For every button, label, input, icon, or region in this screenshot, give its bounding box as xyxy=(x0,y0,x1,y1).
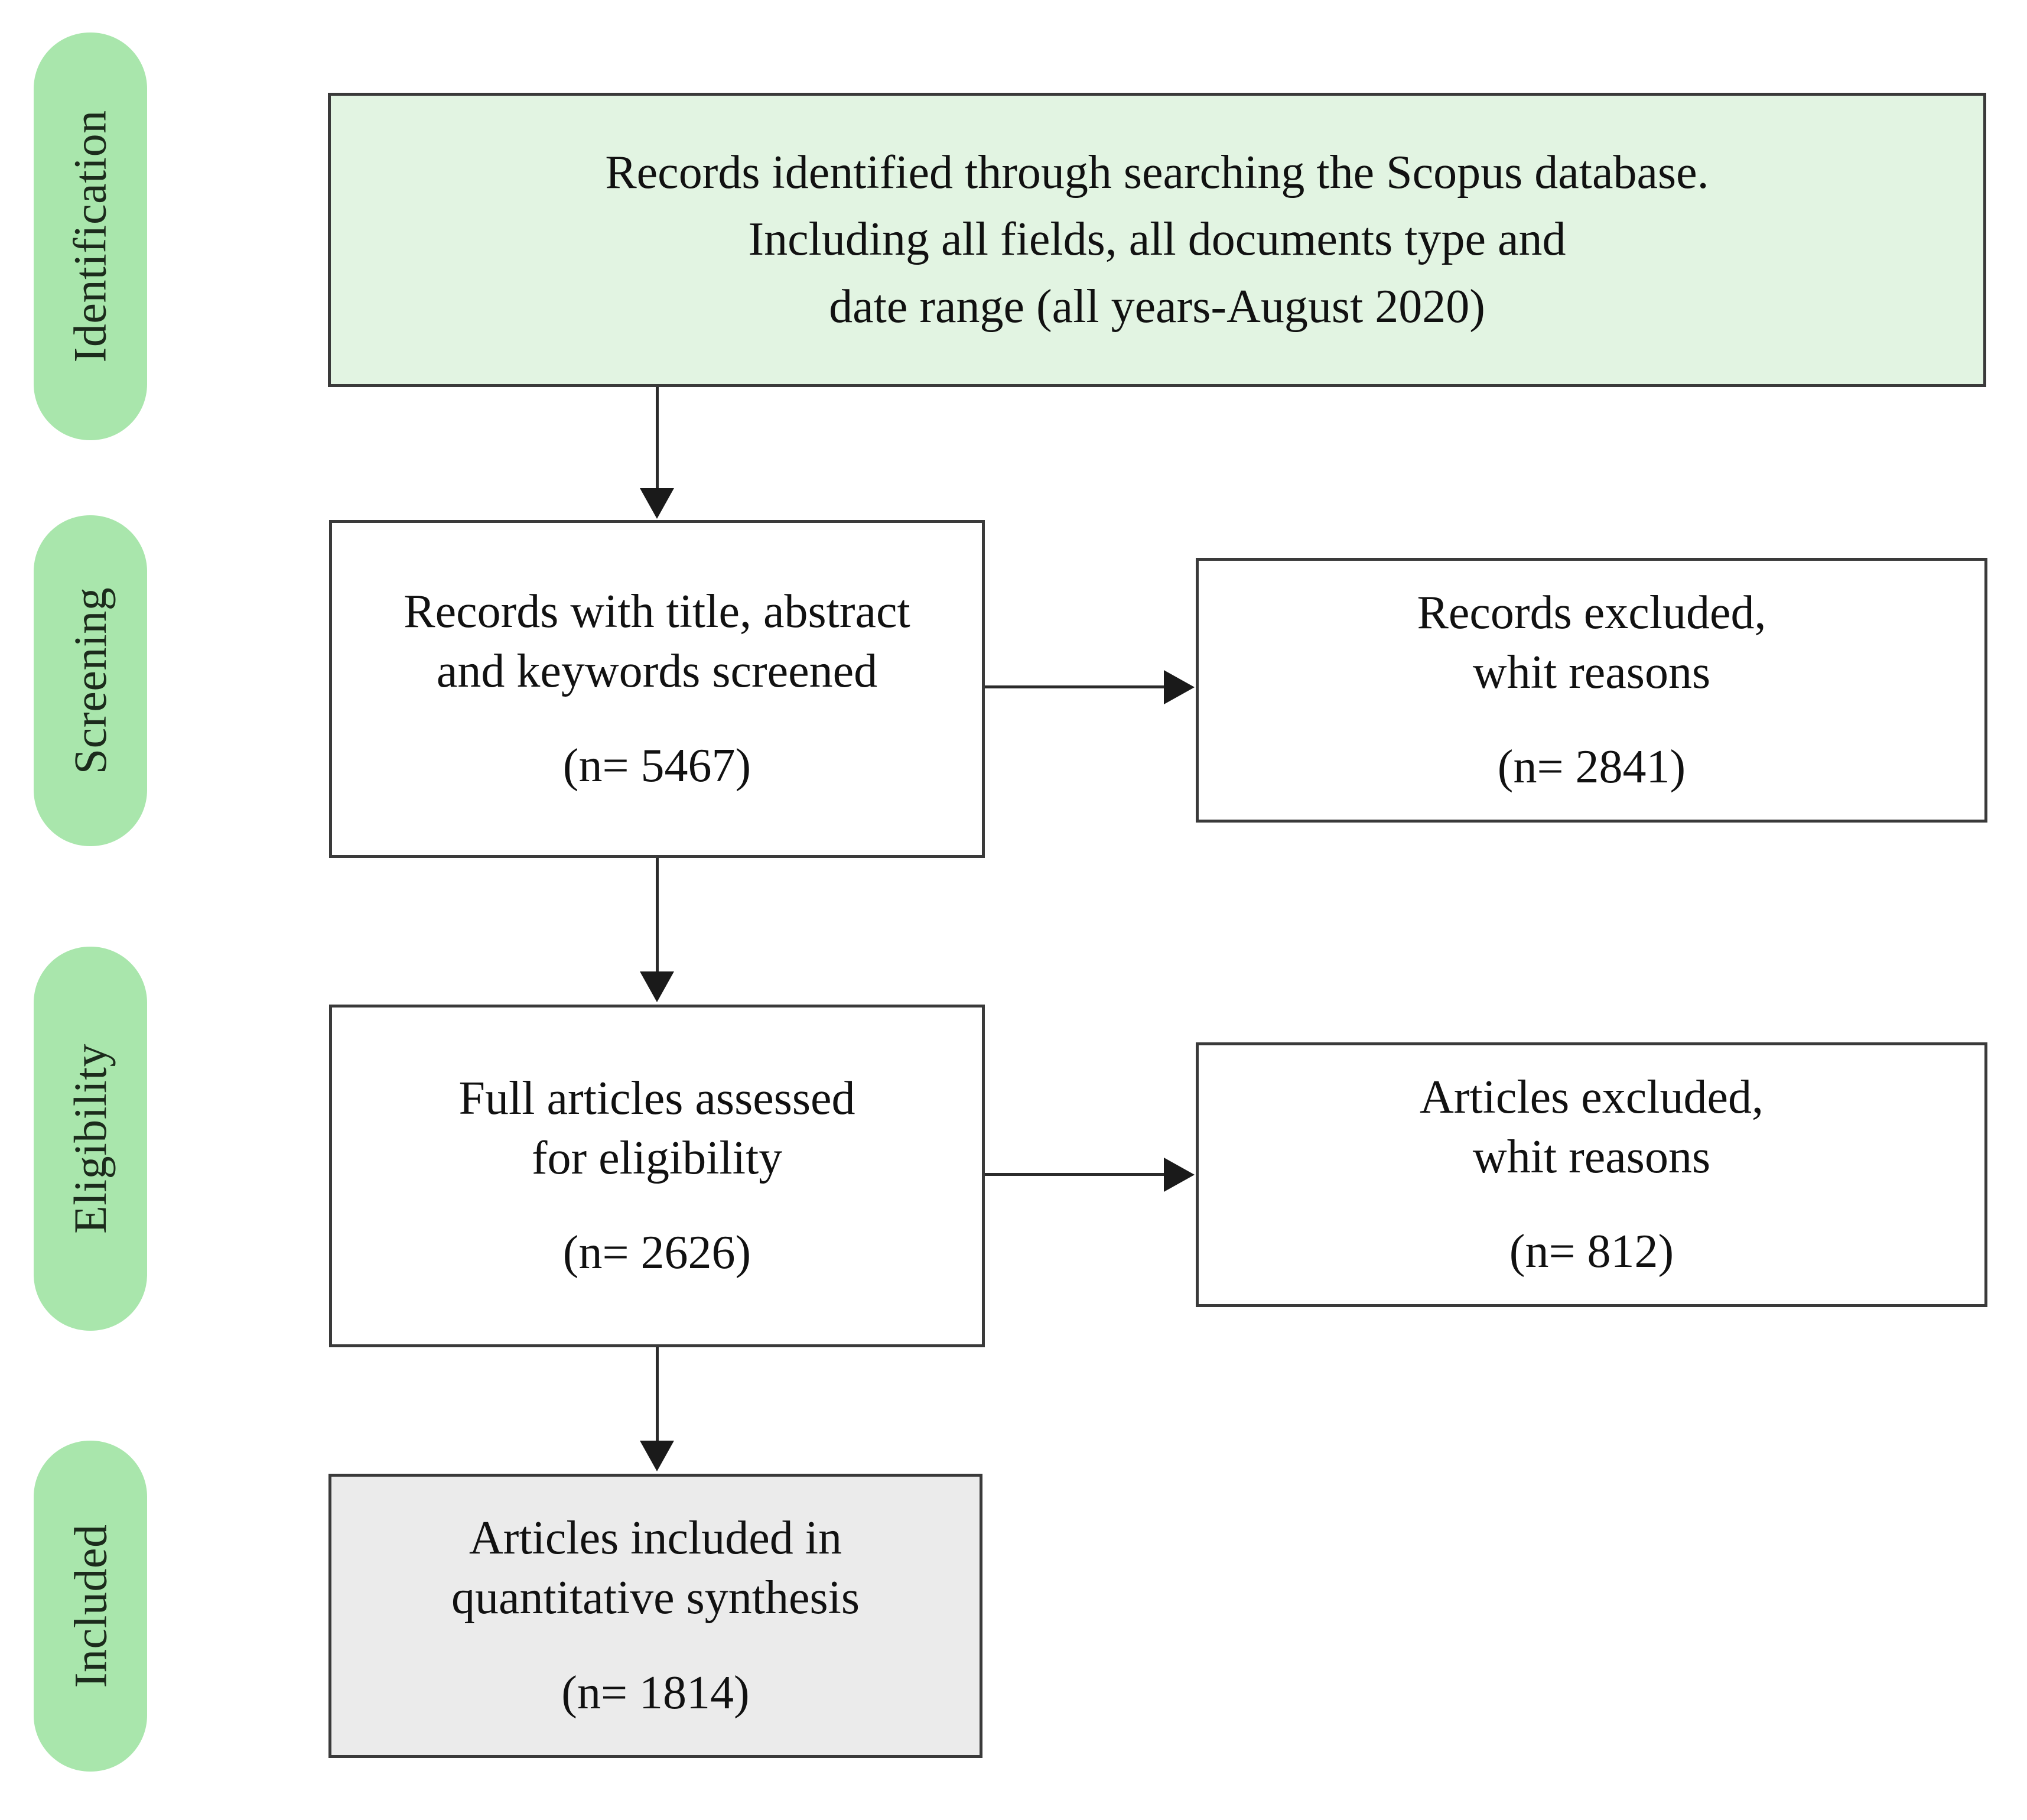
box-records-screened: Records with title, abstract and keyword… xyxy=(329,520,985,858)
box-articles-included: Articles included in quantitative synthe… xyxy=(328,1474,982,1758)
stage-pill-identification: Identification xyxy=(34,32,147,440)
eligibility-line-1: Full articles assessed xyxy=(458,1072,855,1124)
arrowhead-identification-to-screening xyxy=(640,488,674,519)
stage-label-identification: Identification xyxy=(64,110,116,363)
records-excluded-count: (n= 2841) xyxy=(1497,741,1686,794)
arrowhead-eligibility-to-articles-excluded xyxy=(1164,1158,1195,1192)
box-identification: Records identified through searching the… xyxy=(328,93,1986,387)
articles-excluded-line-1: Articles excluded, xyxy=(1420,1071,1764,1123)
records-excluded-line-2: whit reasons xyxy=(1472,646,1711,698)
arrowhead-eligibility-to-included xyxy=(640,1441,674,1471)
stage-label-eligibility: Eligibility xyxy=(64,1044,116,1234)
articles-excluded-line-2: whit reasons xyxy=(1472,1130,1711,1183)
eligibility-count: (n= 2626) xyxy=(562,1227,751,1279)
connector-eligibility-to-included xyxy=(656,1347,659,1443)
connector-screening-to-records-excluded xyxy=(985,685,1165,688)
records-excluded-line-1: Records excluded, xyxy=(1417,586,1766,639)
arrowhead-screening-to-records-excluded xyxy=(1164,670,1195,704)
stage-pill-included: Included xyxy=(34,1441,147,1772)
connector-eligibility-to-articles-excluded xyxy=(985,1173,1165,1176)
arrowhead-screening-to-eligibility xyxy=(640,971,674,1002)
identification-line-2: Including all fields, all documents type… xyxy=(748,213,1566,266)
stage-pill-eligibility: Eligibility xyxy=(34,947,147,1331)
records-screened-line-1: Records with title, abstract xyxy=(404,585,910,638)
articles-excluded-count: (n= 812) xyxy=(1509,1226,1674,1278)
box-records-excluded: Records excluded, whit reasons (n= 2841) xyxy=(1196,558,1987,823)
identification-line-3: date range (all years-August 2020) xyxy=(829,280,1485,333)
stage-label-included: Included xyxy=(64,1524,116,1688)
included-line-2: quantitative synthesis xyxy=(451,1572,860,1624)
box-articles-excluded: Articles excluded, whit reasons (n= 812) xyxy=(1196,1042,1987,1307)
eligibility-line-2: for eligibility xyxy=(531,1132,783,1184)
connector-identification-to-screening xyxy=(656,387,659,490)
included-line-1: Articles included in xyxy=(469,1512,842,1565)
records-screened-count: (n= 5467) xyxy=(562,740,751,792)
box-full-articles-assessed: Full articles assessed for eligibility (… xyxy=(329,1005,985,1347)
stage-label-screening: Screening xyxy=(64,587,116,775)
identification-line-1: Records identified through searching the… xyxy=(605,146,1709,199)
records-screened-line-2: and keywords screened xyxy=(436,645,878,697)
included-count: (n= 1814) xyxy=(561,1666,750,1719)
connector-screening-to-eligibility xyxy=(656,858,659,974)
stage-pill-screening: Screening xyxy=(34,515,147,846)
